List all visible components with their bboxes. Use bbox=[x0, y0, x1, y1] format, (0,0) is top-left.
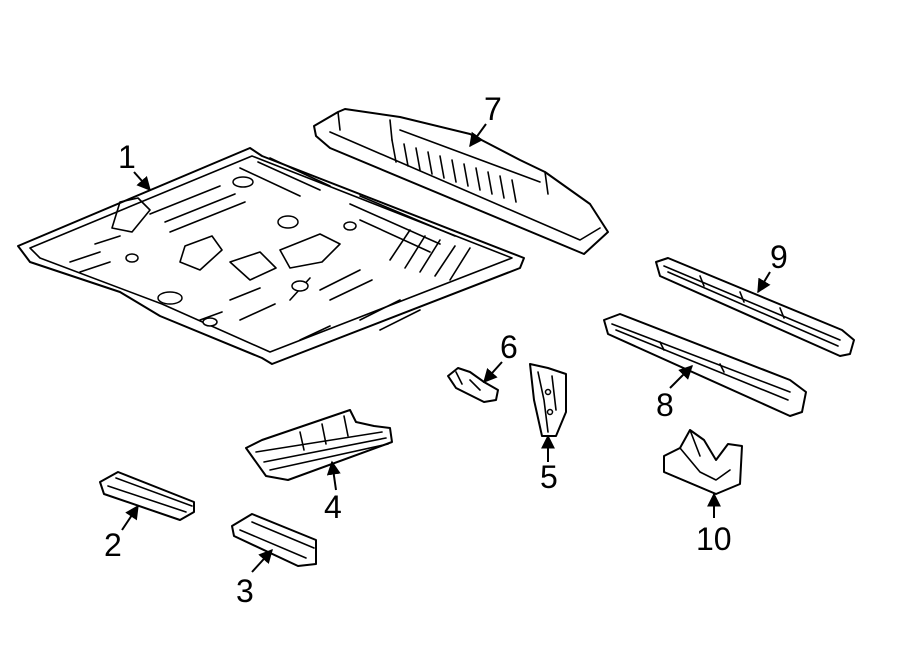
part-10-bracket bbox=[663, 429, 743, 495]
part-8-rail bbox=[603, 313, 807, 417]
leader-lines bbox=[121, 123, 771, 573]
callout-5: 5 bbox=[540, 459, 558, 495]
callout-6: 6 bbox=[500, 329, 518, 365]
part-1-floor-pan bbox=[17, 147, 525, 365]
part-6-bracket bbox=[447, 367, 499, 403]
part-5-bracket bbox=[529, 363, 567, 437]
callout-2: 2 bbox=[104, 527, 122, 563]
part-2-rail bbox=[99, 471, 195, 521]
callout-9: 9 bbox=[770, 239, 788, 275]
callout-7: 7 bbox=[484, 91, 502, 127]
part-3-rail bbox=[231, 513, 317, 567]
part-4-bracket bbox=[245, 409, 393, 481]
callout-1: 1 bbox=[118, 139, 136, 175]
part-7-cross-member bbox=[313, 108, 609, 255]
callout-3: 3 bbox=[236, 573, 254, 609]
callout-10: 10 bbox=[696, 521, 732, 557]
callout-8: 8 bbox=[656, 387, 674, 423]
part-9-rail bbox=[655, 257, 855, 357]
callout-4: 4 bbox=[324, 489, 342, 525]
